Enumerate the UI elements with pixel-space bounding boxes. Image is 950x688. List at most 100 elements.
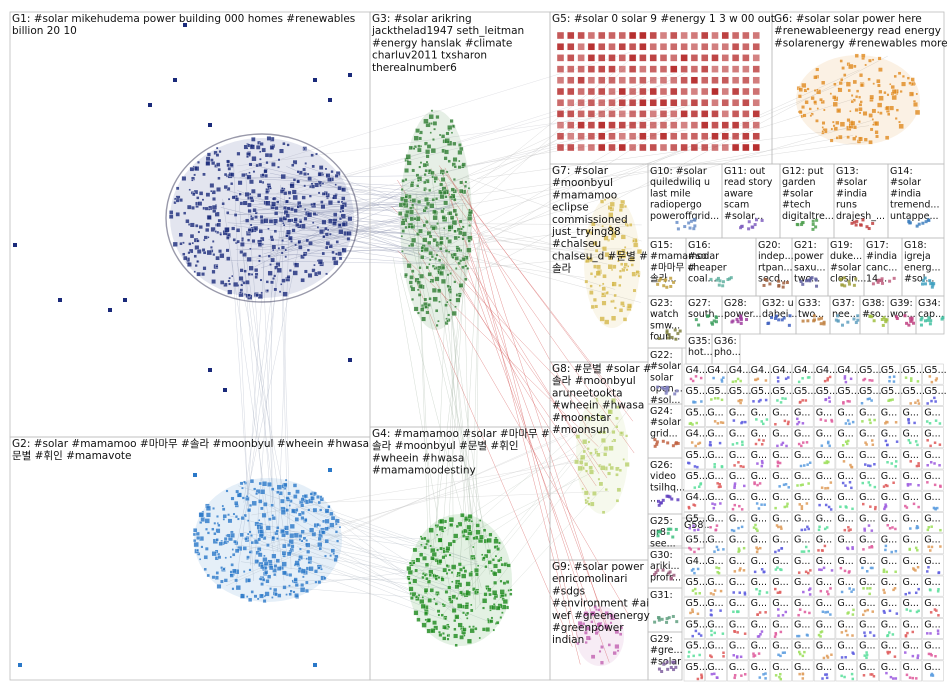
group-label-g22: G22:#solarsolaropen...#sol... [650,350,683,406]
group-label-line: chalseu_d #문별 # [552,250,648,262]
group-box-g29 [647,631,683,681]
group-label-line: G31: [650,590,673,601]
group-label-line: G13: [836,166,859,177]
group-label-g21: G21:powersaxu...two... [794,240,825,288]
cluster-node [662,284,666,288]
small-group-label: G4... [686,365,708,376]
group-label-line: poweroffgrid... [650,211,719,222]
cluster-node [917,222,921,226]
small-group-label: G... [837,492,853,503]
cluster-node [671,660,675,664]
small-group-label: G... [707,556,723,567]
cluster-node [709,277,713,281]
cluster-node [672,573,676,577]
cluster-node [658,530,662,534]
group-label-line: profr... [650,572,681,583]
small-group-cell: G5... [770,384,795,406]
small-group-label: G... [924,471,940,482]
cluster-node [656,534,660,538]
small-group-cell: G... [748,490,771,512]
group-label-line: G4: #mamamoo #solar #마마무 # [372,428,550,440]
group-label-line: #wheein #hwasa [372,452,464,464]
cluster-node [928,279,932,283]
cluster-node [697,323,701,327]
small-group-cell: G... [770,554,792,576]
small-group-label: G... [772,450,788,461]
group-label-line: saxu... [794,262,825,273]
small-group-label: G... [924,662,940,673]
small-group-label: G5... [686,407,708,418]
small-group-label: G... [881,450,897,461]
cluster-node [774,316,778,320]
group-label-line: G27: [688,298,711,309]
small-group-cell: G... [922,639,944,661]
small-group-cell: G... [922,554,944,576]
cluster-node [801,282,805,286]
cluster-node [840,283,844,287]
small-group-label: G5... [924,365,946,376]
group-label-line: G38: [862,298,885,309]
cluster-node [678,329,682,333]
small-group-label: G... [772,598,788,609]
cluster-node [760,218,764,222]
small-group-cell: G... [857,406,879,427]
small-group-label: G... [881,556,897,567]
cluster-node [910,316,914,320]
cluster-node [683,225,687,229]
small-group-label: G4... [837,365,859,376]
group-label-line: G14: [890,166,913,177]
small-group-cell: G... [922,533,944,555]
cluster-node [777,284,781,288]
small-group-cell: G... [770,490,792,512]
cluster-node [840,323,844,327]
cluster-node [657,499,661,503]
small-group-cell: G... [705,448,727,470]
small-group-label: G5... [686,619,708,630]
cluster-node [799,280,803,284]
cluster-node [753,223,757,227]
group-label-line: G18: [904,240,927,251]
cluster-node [780,318,784,322]
cluster-node [674,665,678,669]
group-label-line: cap... [918,309,944,320]
group-label-line: #solar... [724,211,763,222]
small-group-label: G... [729,429,745,440]
small-group-label: G... [707,407,723,418]
small-group-label: G... [924,556,940,567]
small-group-label: G4... [686,492,708,503]
small-group-cell: G... [813,554,836,576]
small-group-cell: G5... [857,384,882,406]
small-group-cell: G... [857,618,879,639]
small-group-cell: G... [900,406,923,427]
cluster-node [669,276,673,280]
group-label-line: G6: #solar solar power here [774,13,922,25]
cluster-node [665,329,669,333]
small-group-cell: G... [705,596,727,618]
small-group-label: G... [837,598,853,609]
small-group-label: G... [816,407,832,418]
cluster-node [806,319,810,323]
cluster-g9 [576,605,624,666]
group-label-line: nee... [832,309,859,320]
group-labels: G1: #solar mikehudema power building 000… [12,13,948,673]
small-group-label: G... [794,407,810,418]
cluster-node [674,442,678,446]
group-label-line: #solar [830,262,861,273]
small-group-label: G... [729,513,745,524]
small-group-label: G... [816,535,832,546]
group-label-line: 14... [866,274,887,285]
cluster-node [739,321,743,325]
cluster-node [672,668,676,672]
small-group-label: G5... [686,535,708,546]
small-group-cell: G... [878,618,901,639]
small-group-label: G... [837,429,853,440]
small-group-cell: G... [748,533,771,555]
group-label-g29: G29:#gre...#solar [650,634,683,673]
group-label-line: #마마무 # [650,262,695,273]
cluster-node [655,442,659,446]
group-label-line: #environment #ai [552,598,649,610]
cluster-node [656,568,660,572]
small-group-label: G... [794,450,810,461]
